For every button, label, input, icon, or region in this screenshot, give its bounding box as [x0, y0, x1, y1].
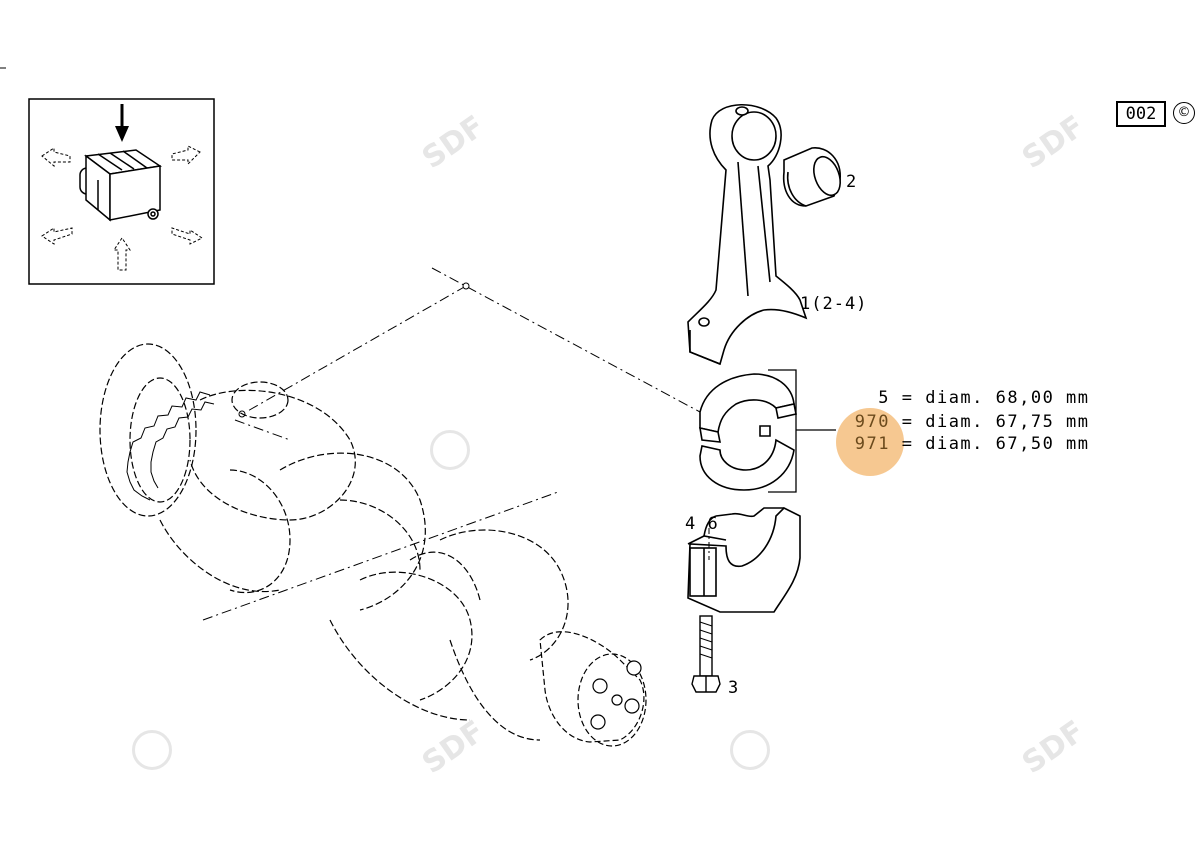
legend-description: = diam. 67,50 mm [901, 434, 1090, 454]
crank-nose [539, 631, 647, 747]
legend-description: = diam. 67,75 mm [901, 412, 1090, 432]
rod-cap [687, 507, 801, 613]
callout-piston-pin-bushing: 2 [846, 172, 858, 192]
legend-code: 5 [878, 388, 890, 408]
cap-bolt [691, 615, 721, 693]
legend-code: 970 [854, 412, 890, 432]
watermark-logo [430, 430, 470, 470]
legend-row: 970 = diam. 67,75 mm [850, 412, 1090, 432]
orientation-inset [28, 98, 215, 285]
legend-description: = diam. 68,00 mm [901, 388, 1090, 408]
reference-code-box: 002 [1116, 101, 1166, 127]
callout-cap-bolt: 3 [728, 678, 740, 698]
crankshaft [99, 343, 569, 741]
crank-gear [126, 391, 215, 501]
callout-connecting-rod: 1(2-4) [800, 294, 868, 314]
watermark-logo [132, 730, 172, 770]
legend-row: 971 = diam. 67,50 mm [850, 434, 1090, 454]
connecting-rod [687, 103, 808, 366]
bearing-shells [699, 373, 797, 491]
pin-bushing [782, 147, 841, 207]
watermark-logo [730, 730, 770, 770]
legend-row: 5 = diam. 68,00 mm [850, 388, 1090, 408]
callout-cap-parts: 4 6 [685, 514, 719, 534]
copyright-symbol: © [1173, 102, 1195, 124]
highlight-marker [836, 408, 904, 476]
legend-code: 971 [854, 434, 890, 454]
